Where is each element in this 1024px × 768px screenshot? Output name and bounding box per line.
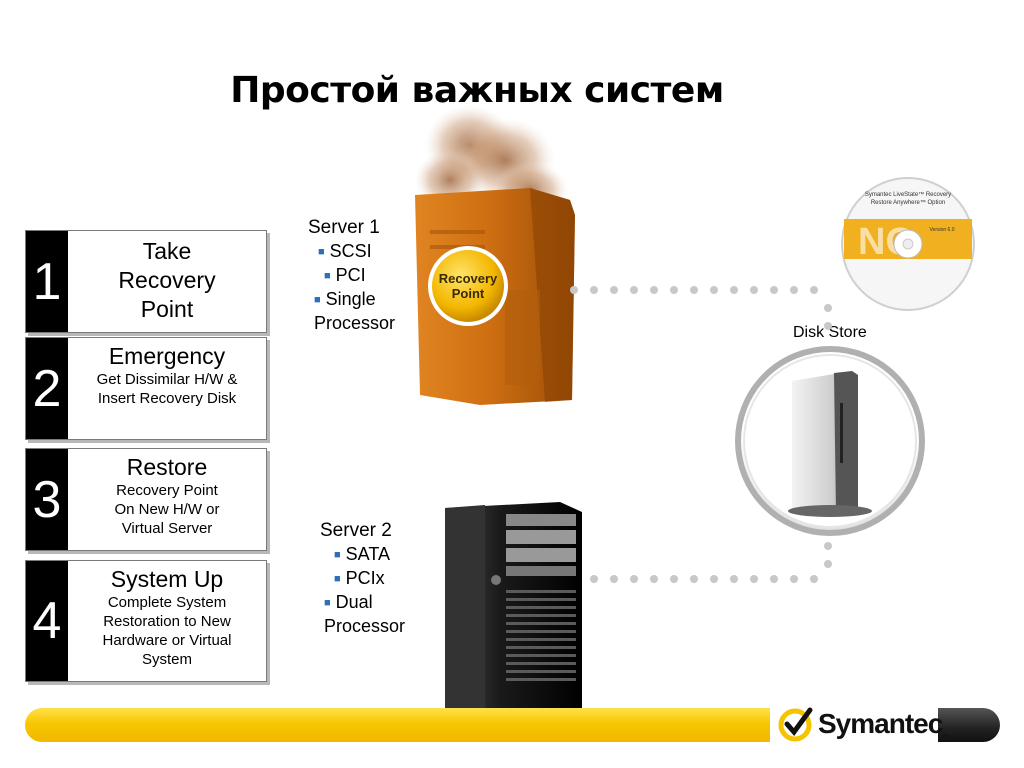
recovery-point-badge-line2: Point xyxy=(452,286,485,301)
bullet-icon: ■ xyxy=(318,246,325,258)
server2-info: Server 2 ■SATA ■PCIx ■Dual Processor xyxy=(320,519,405,638)
slide-title: Простой важных систем xyxy=(230,70,724,111)
recovery-point-badge-line1: Recovery xyxy=(439,271,498,286)
step-number: 2 xyxy=(26,338,68,439)
checkmark-icon xyxy=(778,707,813,742)
step-title: System Up xyxy=(110,566,224,592)
step-title: Restore xyxy=(126,454,208,480)
bullet-icon: ■ xyxy=(324,597,331,609)
step-number: 3 xyxy=(26,449,68,550)
symantec-logo: Symantec™ xyxy=(778,706,949,742)
cd-label-line1: Symantec LiveState™ Recovery xyxy=(865,191,951,198)
bullet-icon: ■ xyxy=(324,270,331,282)
step-1: 1 Take Recovery Point xyxy=(25,230,267,333)
server1-info: Server 1 ■SCSI ■PCI ■Single Processor xyxy=(308,216,395,335)
server1-spec: ■PCI xyxy=(324,265,366,285)
step-number: 4 xyxy=(26,561,68,681)
server2-spec: ■SATA xyxy=(334,544,390,564)
step-3: 3 Restore Recovery Point On New H/W or V… xyxy=(25,448,267,551)
cd-version: Version 6.0 xyxy=(929,227,954,233)
server1-illustration: Recovery Point xyxy=(415,105,575,405)
server1-name: Server 1 xyxy=(308,217,380,238)
server1-spec: ■Single Processor xyxy=(314,289,396,333)
server2-spec: ■PCIx xyxy=(334,568,385,588)
step-description: Complete System Restoration to New Hardw… xyxy=(102,594,232,668)
server2-name: Server 2 xyxy=(320,520,392,541)
step-2: 2 Emergency Get Dissimilar H/W & Insert … xyxy=(25,337,267,440)
bullet-icon: ■ xyxy=(334,573,341,585)
bullet-icon: ■ xyxy=(334,549,341,561)
server2-illustration xyxy=(445,502,582,718)
recovery-cd-icon: NO Symantec LiveState™ Recovery Restore … xyxy=(841,177,975,311)
server2-spec: ■Dual Processor xyxy=(324,592,406,636)
footer-dark-cap xyxy=(938,708,1000,742)
step-title: Emergency xyxy=(108,343,226,369)
brand-name: Symantec™ xyxy=(818,707,949,741)
step-number: 1 xyxy=(26,231,68,332)
step-title: Take Recovery Point xyxy=(118,238,216,322)
connector-lines xyxy=(570,286,832,583)
cd-label-line2: Restore Anywhere™ Option xyxy=(871,199,945,206)
step-4: 4 System Up Complete System Restoration … xyxy=(25,560,267,682)
disk-store-label: Disk Store xyxy=(793,324,867,341)
bullet-icon: ■ xyxy=(314,294,321,306)
footer-accent-bar xyxy=(25,708,775,742)
step-description: Recovery Point On New H/W or Virtual Ser… xyxy=(114,482,220,537)
step-description: Get Dissimilar H/W & Insert Recovery Dis… xyxy=(96,371,238,407)
disk-store-illustration xyxy=(735,346,925,536)
server1-spec: ■SCSI xyxy=(318,241,372,261)
